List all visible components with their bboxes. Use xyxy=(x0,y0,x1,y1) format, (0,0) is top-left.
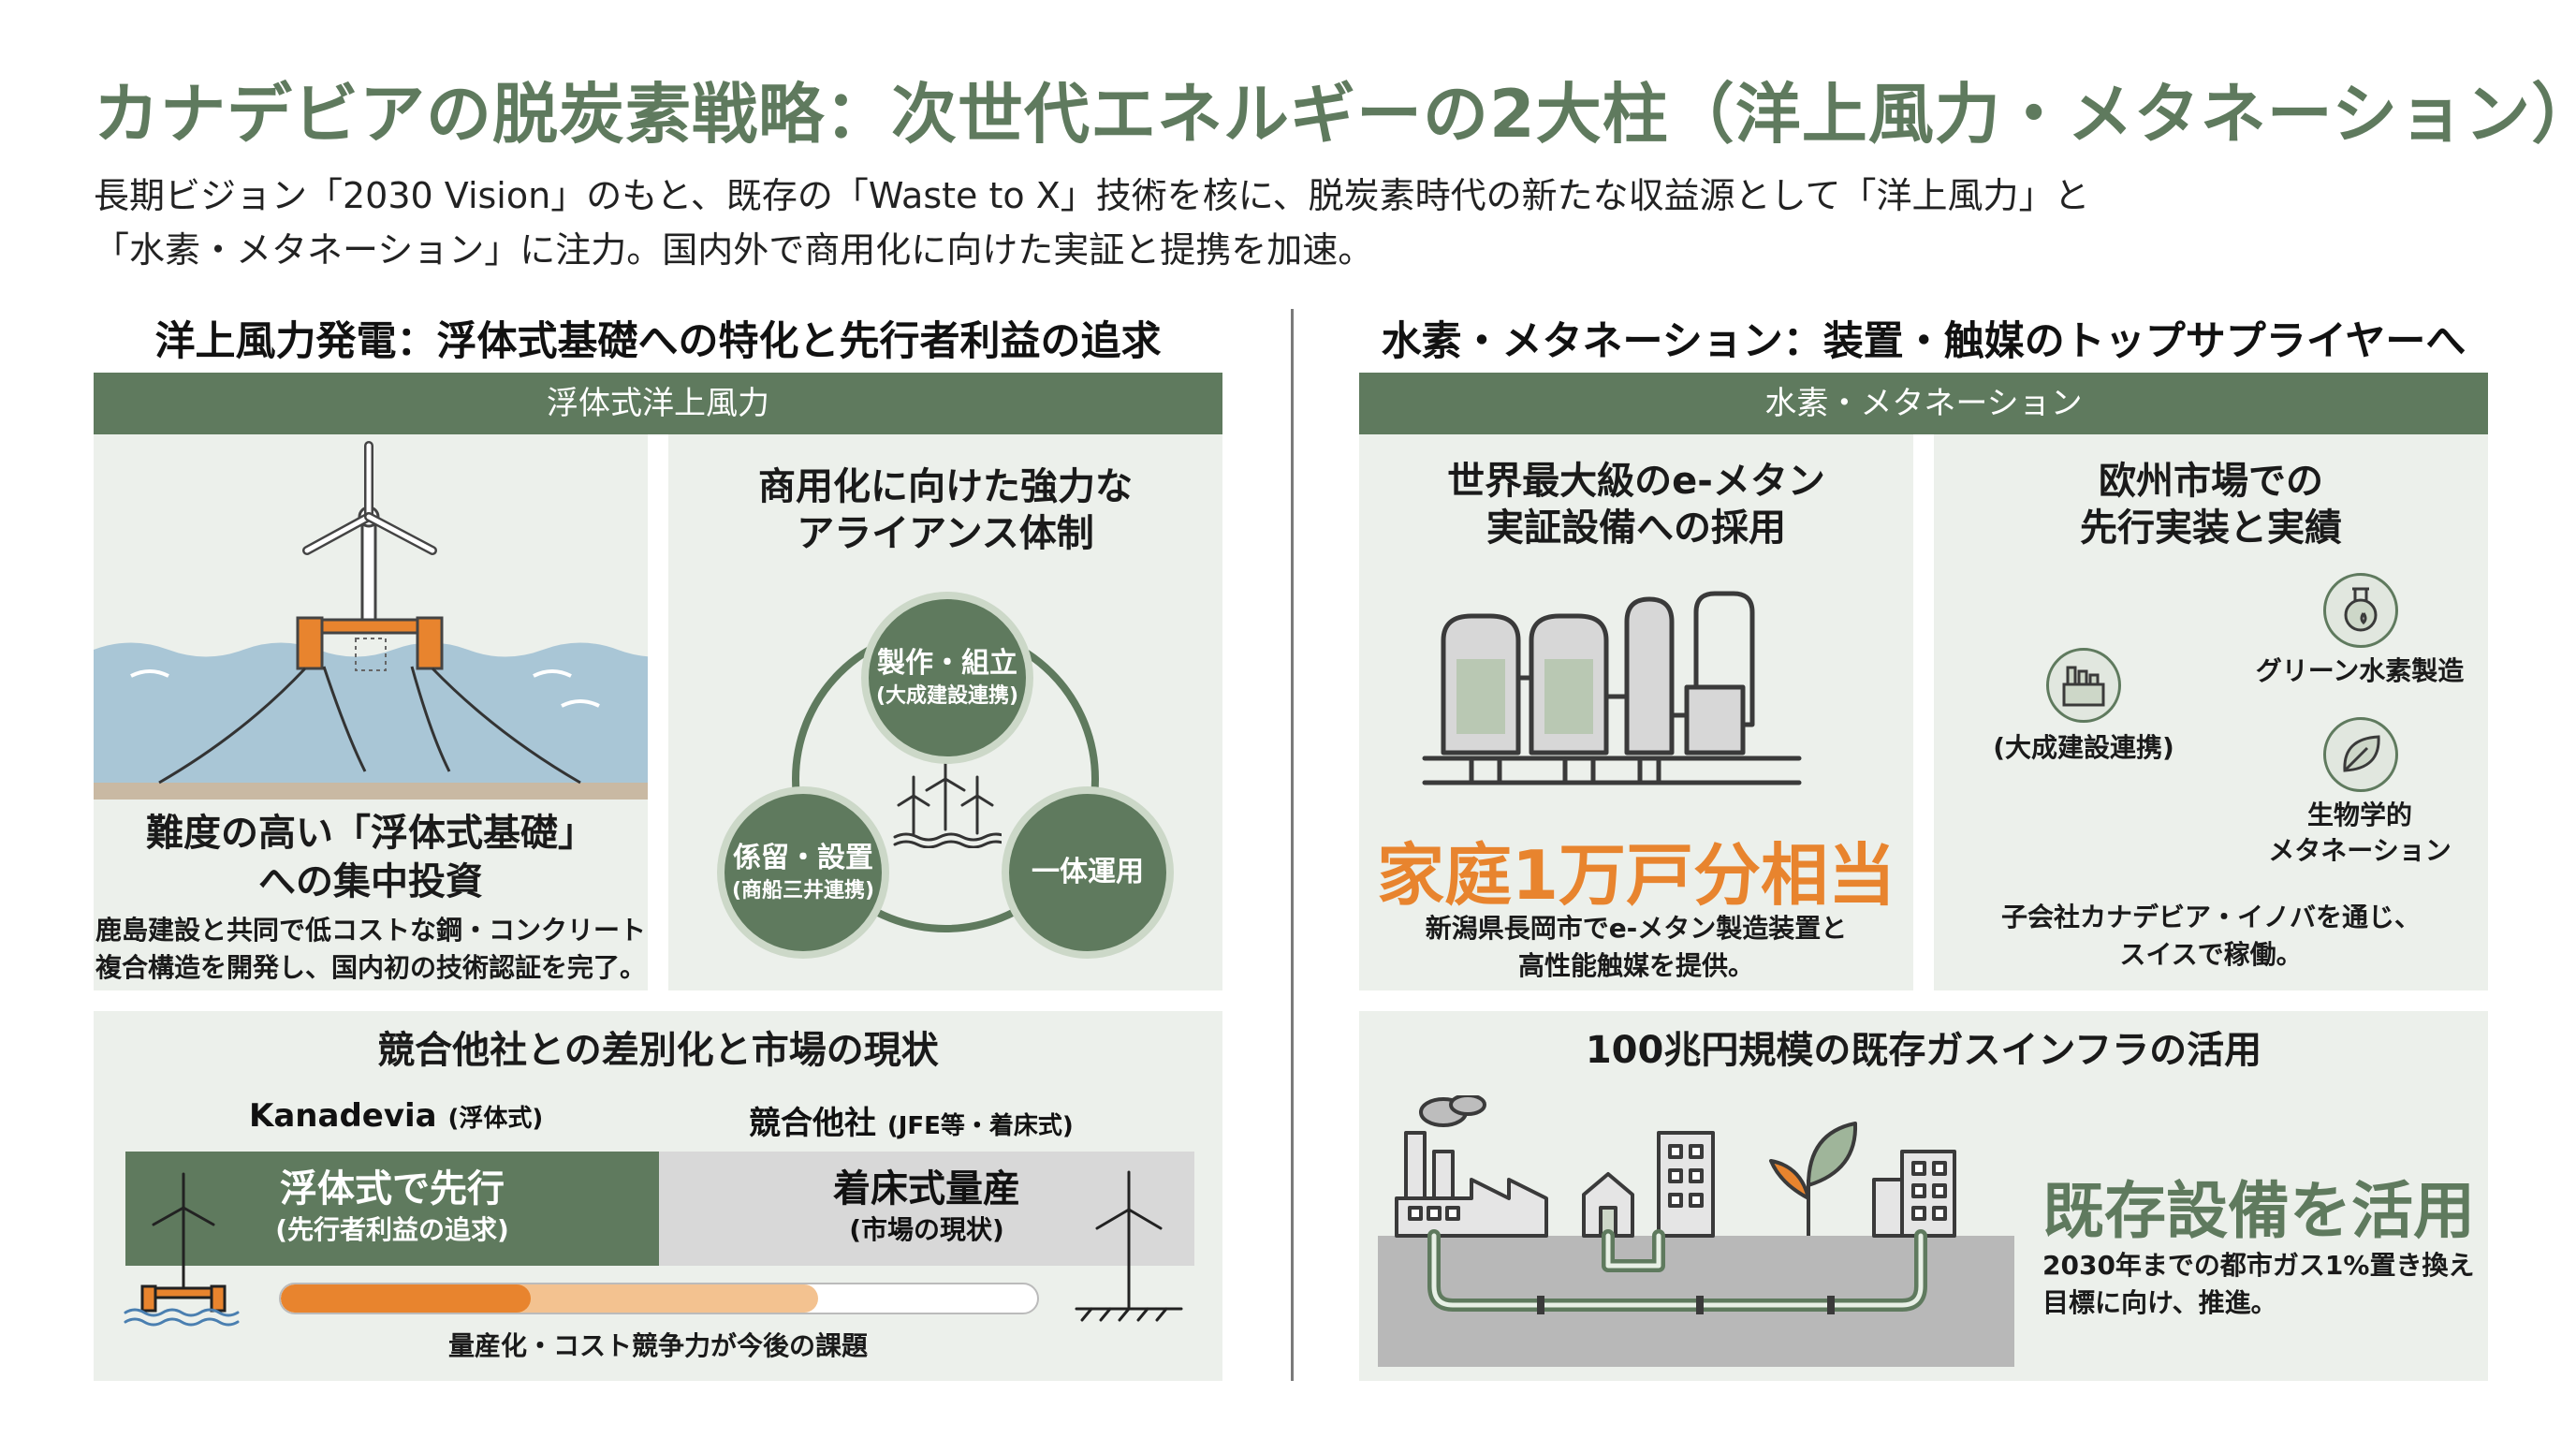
competitor-name: 競合他社 xyxy=(749,1105,876,1142)
progress-bar xyxy=(279,1283,1039,1314)
floating-wind-turbine-icon xyxy=(94,434,648,800)
progress-fill-dark xyxy=(281,1284,531,1313)
wind-farm-icon xyxy=(893,755,1002,848)
floating-lead-label: 浮体式で先行 xyxy=(280,1167,505,1211)
emethane-text-line-2: 高性能触媒を提供。 xyxy=(1517,950,1754,981)
feature-bio-line-1: 生物学的 xyxy=(2306,800,2412,830)
emethane-text-line-1: 新潟県長岡市でe-メタン製造装置と xyxy=(1425,913,1848,944)
page-title: カナデビアの脱炭素戦略：次世代エネルギーの2大柱（洋上風力・メタネーション） xyxy=(94,76,2576,153)
offshore-text-line-2: 複合構造を開発し、国内初の技術認証を完了。 xyxy=(95,952,646,983)
emethane-highlight: 家庭1万戸分相当 xyxy=(1376,836,1896,915)
kanadevia-header: Kanadevia (浮体式) xyxy=(249,1097,543,1135)
kanadevia-name: Kanadevia xyxy=(249,1097,437,1135)
offshore-section-bar: 浮体式洋上風力 xyxy=(94,373,1222,434)
circle-mooring-partner: (商船三井連携) xyxy=(731,879,875,902)
emethane-panel: 世界最大級のe-メタン 実証設備への採用 家庭1万戸分相当 新潟県長岡市でe-メ… xyxy=(1359,434,1913,990)
alliance-title-line-2: アライアンス体制 xyxy=(797,512,1094,555)
column-divider xyxy=(1291,309,1294,1381)
competition-panel: 競合他社との差別化と市場の現状 Kanadevia (浮体式) 競合他社 (JF… xyxy=(94,1011,1222,1381)
circle-mooring-label: 係留・設置 xyxy=(733,842,873,874)
factory-icon xyxy=(2046,648,2121,723)
fixed-bottom-label: 着床式量産 xyxy=(833,1167,1020,1211)
alliance-circle-operation: 一体運用 xyxy=(1002,786,1174,959)
feature-construction-label: (大成建設連携) xyxy=(1993,732,2174,763)
kanadevia-type: (浮体式) xyxy=(447,1105,544,1133)
competition-caption: 量産化・コスト競争力が今後の課題 xyxy=(447,1330,868,1361)
floating-lead-sub: (先行者利益の追求) xyxy=(275,1214,509,1245)
left-column-heading: 洋上風力発電：浮体式基礎への特化と先行者利益の追求 xyxy=(154,318,1162,365)
gas-infrastructure-panel: 100兆円規模の既存ガスインフラの活用 xyxy=(1359,1011,2488,1381)
circle-fabrication-partner: (大成建設連携) xyxy=(875,684,1019,708)
europe-panel: 欧州市場での 先行実装と実績 (大成建設連携) グリーン水素製造 生物学的 メタ… xyxy=(1934,434,2488,990)
pipeline-city-icon xyxy=(1378,1095,2014,1367)
floating-lead-block: 浮体式で先行 (先行者利益の追求) xyxy=(125,1152,659,1266)
infra-text-line-2: 目標に向け、推進。 xyxy=(2042,1287,2277,1318)
europe-title-line-1: 欧州市場での xyxy=(2099,460,2323,503)
leaf-icon xyxy=(2323,717,2398,792)
europe-text-line-2: スイスで稼働。 xyxy=(2119,939,2303,970)
floating-foundation-panel: 難度の高い「浮体式基礎」 への集中投資 鹿島建設と共同で低コストな鋼・コンクリー… xyxy=(94,434,648,990)
floating-turbine-icon xyxy=(124,1172,240,1327)
alliance-circle-mooring: 係留・設置 (商船三井連携) xyxy=(717,786,889,959)
emethane-title-line-1: 世界最大級のe-メタン xyxy=(1447,460,1825,503)
feature-bio-line-2: メタネーション xyxy=(2268,835,2452,866)
feature-hydrogen-label: グリーン水素製造 xyxy=(2255,655,2465,686)
competitor-header: 競合他社 (JFE等・着床式) xyxy=(749,1097,1074,1143)
methanation-section-bar: 水素・メタネーション xyxy=(1359,373,2488,434)
europe-text-line-1: 子会社カナデビア・イノバを通じ、 xyxy=(2000,902,2421,932)
competition-title: 競合他社との差別化と市場の現状 xyxy=(377,1029,939,1072)
alliance-panel: 商用化に向けた強力な アライアンス体制 製作・組立 (大成建設連携) 係留・設置… xyxy=(668,434,1222,990)
circle-fabrication-label: 製作・組立 xyxy=(877,647,1017,680)
europe-title-line-2: 先行実装と実績 xyxy=(2080,506,2342,550)
intro-line-2: 「水素・メタネーション」に注力。国内外で商用化に向けた実証と提携を加速。 xyxy=(94,229,1374,271)
methanation-plant-icon xyxy=(1422,591,1802,785)
infra-title: 100兆円規模の既存ガスインフラの活用 xyxy=(1585,1029,2262,1072)
fixed-bottom-block: 着床式量産 (市場の現状) xyxy=(659,1152,1194,1266)
emethane-title-line-2: 実証設備への採用 xyxy=(1486,506,1786,550)
infra-text-line-1: 2030年までの都市ガス1%置き換え xyxy=(2042,1250,2475,1281)
offshore-text-line-1: 鹿島建設と共同で低コストな鋼・コンクリート xyxy=(95,915,646,946)
fixed-turbine-icon xyxy=(1075,1170,1183,1322)
alliance-title-line-1: 商用化に向けた強力な xyxy=(758,465,1133,508)
intro-line-1: 長期ビジョン「2030 Vision」のもと、既存の「Waste to X」技術… xyxy=(94,175,2090,216)
flask-icon xyxy=(2323,573,2398,648)
competitor-type: (JFE等・着床式) xyxy=(886,1112,1074,1140)
infra-text: 2030年までの都市ガス1%置き換え 目標に向け、推進。 xyxy=(2042,1247,2474,1322)
right-column-heading: 水素・メタネーション：装置・触媒のトップサプライヤーへ xyxy=(1381,318,2466,365)
fixed-bottom-sub: (市場の現状) xyxy=(849,1214,1004,1245)
alliance-circle-fabrication: 製作・組立 (大成建設連携) xyxy=(861,592,1033,764)
offshore-title-line-2: への集中投資 xyxy=(258,860,483,903)
circle-operation-label: 一体運用 xyxy=(1032,856,1144,888)
offshore-title-line-1: 難度の高い「浮体式基礎」 xyxy=(146,812,595,855)
infra-highlight: 既存設備を活用 xyxy=(2042,1175,2475,1247)
